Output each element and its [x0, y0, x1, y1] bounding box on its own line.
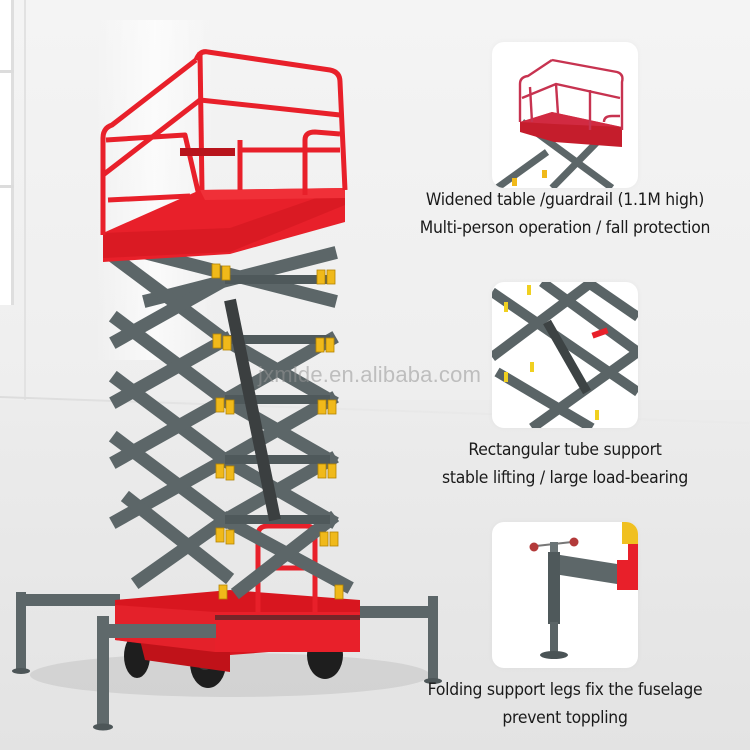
outrigger-front [93, 616, 216, 731]
feature-card-guardrail [492, 42, 638, 188]
scissor-tube-icon [492, 282, 638, 428]
feature-caption-legs: Folding support legs fix the fuselage pr… [399, 676, 730, 732]
window [0, 0, 14, 305]
caption-line: stable lifting / large load-bearing [442, 468, 688, 488]
guardrail [100, 49, 348, 235]
hydraulic-cylinder [224, 298, 281, 522]
caption-line: Folding support legs fix the fuselage [427, 680, 703, 700]
bumper-pads [211, 263, 344, 600]
feature-caption-tube: Rectangular tube support stable lifting … [399, 436, 730, 492]
feature-caption-guardrail: Widened table /guardrail (1.1M high) Mul… [399, 186, 730, 242]
gate-latch [180, 148, 235, 156]
scissor-crossbars [225, 275, 330, 524]
caption-line: Widened table /guardrail (1.1M high) [425, 190, 705, 210]
caption-line: prevent toppling [502, 708, 628, 728]
outrigger-back [12, 592, 442, 684]
platform-guardrail-icon [494, 58, 624, 188]
scissor-lift-image [12, 49, 442, 731]
chassis [115, 590, 360, 672]
support-leg-icon [529, 522, 638, 659]
caption-line: Rectangular tube support [468, 440, 662, 460]
caption-line: Multi-person operation / fall protection [419, 218, 711, 238]
wall-corner [24, 0, 26, 400]
watermark: jxmlde.en.alibaba.com [258, 362, 482, 387]
work-platform [103, 188, 345, 262]
feature-card-tube [492, 282, 638, 428]
feature-card-legs [492, 522, 638, 668]
